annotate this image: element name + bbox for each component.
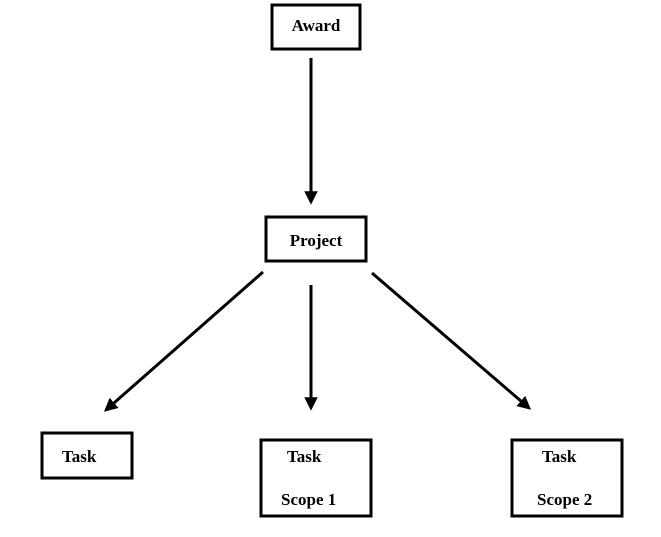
edge-project-to-task	[103, 270, 264, 412]
node-task-scope-2-sublabel: Scope 2	[537, 490, 592, 509]
node-task-scope-1: Task Scope 1	[259, 438, 373, 518]
node-project-label: Project	[290, 231, 343, 250]
node-award-label: Award	[292, 16, 341, 35]
node-task-scope-2: Task Scope 2	[510, 438, 624, 518]
node-task-scope-1-sublabel: Scope 1	[281, 490, 336, 509]
node-task-label: Task	[62, 447, 97, 466]
node-task-scope-2-label: Task	[542, 447, 577, 466]
node-task-scope-1-label: Task	[287, 447, 322, 466]
node-project: Project	[264, 215, 368, 263]
edge-project-to-task-scope-2	[371, 271, 532, 410]
node-task: Task	[40, 431, 134, 480]
node-award: Award	[270, 3, 362, 51]
